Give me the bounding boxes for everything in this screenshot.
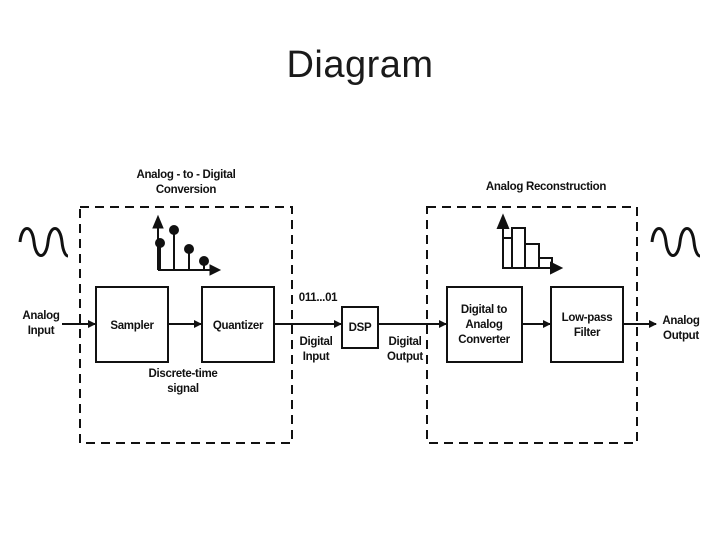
lowpass-label-line2: Filter [574,327,601,339]
dsp-label: DSP [349,322,372,334]
discrete-time-label: Discrete-time [149,368,218,380]
lowpass-label-line1: Low-pass [562,312,613,324]
adc-section-title-line2: Conversion [156,184,217,196]
staircase-signal-icon [496,213,564,275]
adc-section-title: Analog - to - Digital [136,169,235,181]
quantizer-label: Quantizer [213,320,264,332]
sampler-label: Sampler [110,320,154,332]
output-sine-wave-icon [650,227,701,258]
lowpass-filter-block [550,286,624,363]
analog-input-label: Analog [22,310,59,322]
dac-label-line2: Analog [465,319,502,331]
analog-output-label-line2: Output [663,330,699,342]
dac-label-line3: Converter [458,334,510,346]
digital-output-label: Digital [388,336,421,348]
digital-input-label: Digital [299,336,332,348]
input-sine-wave-icon [18,227,69,258]
reconstruction-section-title: Analog Reconstruction [486,181,606,193]
digital-output-label-line2: Output [387,351,423,363]
bitstream-label: 011...01 [299,292,338,304]
slide-title: Diagram [286,44,434,86]
dac-label-line1: Digital to [461,304,507,316]
digital-input-label-line2: Input [303,351,330,363]
discrete-time-label-line2: signal [167,383,199,395]
analog-input-label-line2: Input [28,325,55,337]
sampled-signal-icon [152,214,222,276]
dsp-block [341,306,379,349]
sampler-block [95,286,169,363]
analog-output-label: Analog [662,315,699,327]
